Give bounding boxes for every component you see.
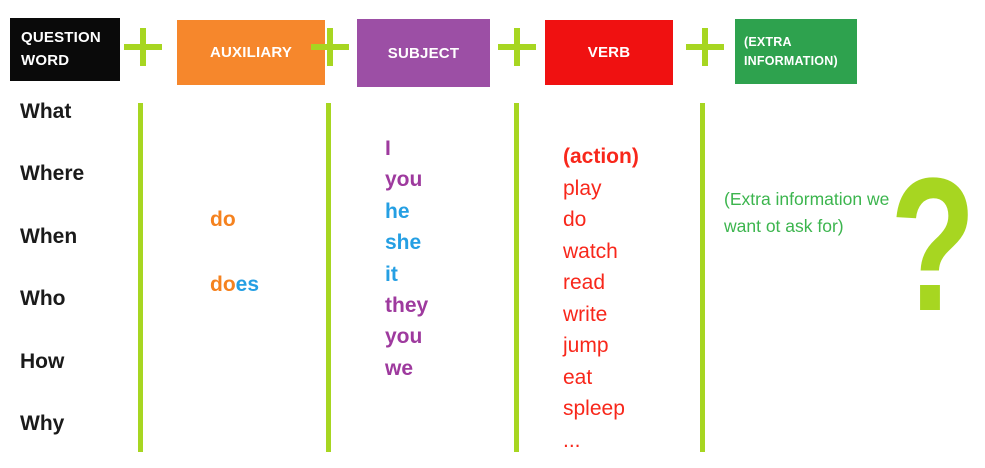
header-label-subject: SUBJECT [387, 44, 460, 62]
subject-item: we [385, 356, 414, 380]
subject-item: you [385, 325, 423, 349]
auxiliary-do: do [210, 208, 236, 231]
column-divider [326, 103, 331, 452]
verb-heading: (action) [563, 145, 639, 168]
plus-icon [311, 28, 349, 66]
verb-item: write [563, 302, 608, 326]
verb-item: do [563, 208, 587, 231]
header-box-extra-information: (EXTRA INFORMATION) [735, 19, 857, 84]
subject-item: they [385, 294, 429, 318]
verb-list: (action) play do watch read write jump e… [563, 141, 639, 456]
header-box-question-word: QUESTION WORD [10, 18, 120, 81]
verb-item: read [563, 271, 606, 294]
column-divider [514, 103, 519, 452]
question-word-item: Why [20, 412, 65, 435]
subject-item: I [385, 137, 391, 160]
header-label-question-word: QUESTION WORD [21, 29, 101, 69]
question-word-item: Who [20, 287, 66, 310]
plus-icon [124, 28, 162, 66]
subject-item: she [385, 231, 422, 255]
header-label-auxiliary: AUXILIARY [209, 44, 293, 61]
subject-item: it [385, 262, 398, 286]
subject-item: he [385, 199, 410, 223]
auxiliary-does-stem: do [210, 273, 236, 296]
subject-item: you [385, 168, 423, 192]
auxiliary-does-suffix: es [235, 273, 260, 296]
column-divider [700, 103, 705, 452]
subject-list: I you he she it they you we [385, 133, 428, 384]
verb-item: ... [563, 428, 581, 452]
header-label-verb: VERB [587, 44, 631, 61]
column-divider [138, 103, 143, 452]
auxiliary-does: does [210, 272, 259, 297]
question-word-item: When [20, 225, 78, 248]
verb-item: jump [563, 334, 609, 357]
verb-item: spleep [563, 397, 625, 420]
header-box-subject: SUBJECT [357, 19, 490, 87]
verb-item: watch [563, 239, 618, 263]
question-mark: ? [890, 139, 976, 351]
plus-icon [498, 28, 536, 66]
header-box-auxiliary: AUXILIARY [177, 20, 325, 85]
verb-item: eat [563, 365, 593, 389]
question-word-item: How [20, 350, 65, 373]
plus-icon [686, 28, 724, 66]
extra-info-note: (Extra information we want ot ask for) [724, 189, 890, 236]
question-word-item: What [20, 100, 72, 123]
question-word-item: Where [20, 162, 85, 185]
header-label-extra-information: (EXTRA INFORMATION) [744, 34, 838, 68]
header-box-verb: VERB [545, 20, 673, 85]
verb-item: play [563, 176, 602, 200]
